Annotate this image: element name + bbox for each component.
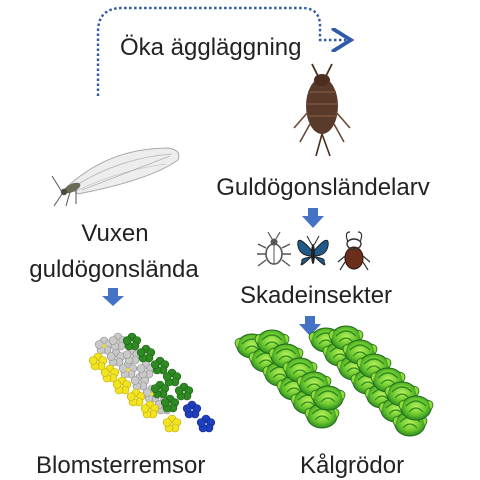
flower-strip-icon — [88, 332, 216, 433]
flowers-label: Blomsterremsor — [36, 452, 206, 479]
cabbage-rows-icon — [234, 325, 434, 437]
lacewing-adult-icon — [51, 147, 180, 207]
adult-label-line2: guldögonslända — [29, 256, 199, 283]
arrow-pests-to-crops — [299, 316, 321, 336]
beetle-icon — [257, 231, 291, 267]
butterfly-icon — [297, 235, 329, 266]
larva-label: Guldögonsländelarv — [216, 174, 430, 201]
loop-label: Öka äggläggning — [118, 34, 304, 62]
crops-label: Kålgrödor — [300, 452, 405, 479]
adult-label-line1: Vuxen — [81, 220, 149, 247]
pests-label: Skadeinsekter — [239, 282, 393, 309]
lacewing-larva-icon — [293, 63, 351, 157]
arrow-larva-to-pests — [302, 208, 324, 228]
aphid-icon — [337, 231, 371, 271]
arrow-adult-to-flowers — [102, 288, 124, 306]
